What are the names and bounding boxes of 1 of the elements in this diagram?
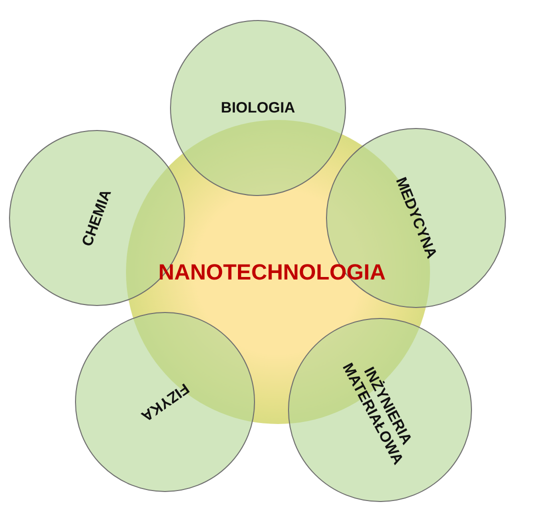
topic-label: BIOLOGIA — [220, 99, 296, 117]
